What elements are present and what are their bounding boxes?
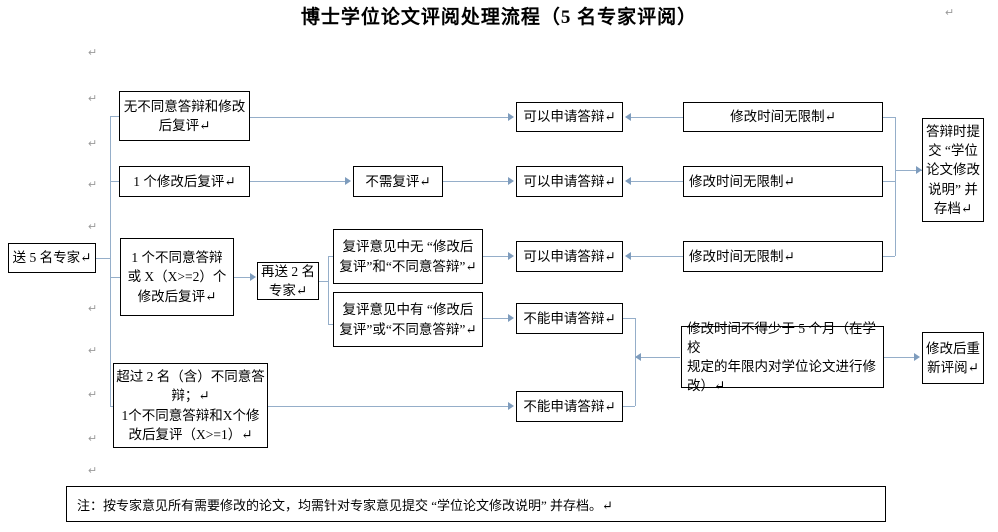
connector-to-re-review	[884, 357, 914, 358]
node-cannot-apply-2[interactable]: 不能申请答辩↵	[516, 391, 623, 422]
connector-resend-up	[328, 256, 334, 257]
pilcrow-mark: ↵	[88, 179, 98, 191]
pilcrow-mark: ↵	[88, 138, 98, 150]
connector-row1-right	[631, 117, 683, 118]
arrow-row4	[508, 314, 514, 322]
connector-to-branch1	[110, 116, 119, 117]
connector-resend-stub	[319, 281, 328, 282]
node-can-apply-1[interactable]: 可以申请答辩↵	[516, 102, 623, 132]
connector-merge-out	[635, 357, 680, 358]
node-start[interactable]: 送 5 名专家↵	[8, 243, 96, 273]
node-defense-submit[interactable]: 答辩时提 交 “学位 论文修改 说明” 并 存档↵	[922, 118, 984, 222]
node-unlimited-time-1-label: 修改时间无限制↵	[730, 109, 836, 125]
pilcrow-mark: ↵	[88, 389, 98, 401]
node-review-none[interactable]: 复评意见中无 “修改后 复评”和“不同意答辩”↵	[333, 229, 483, 284]
pilcrow-mark: ↵	[88, 433, 98, 445]
arrow-row2a	[345, 177, 351, 185]
arrow-merge-left	[635, 353, 641, 361]
connector-row2-right	[631, 181, 683, 182]
connector-merge-top	[623, 318, 635, 319]
connector-right-merge-1	[883, 117, 895, 118]
node-min-five-months[interactable]: 修改时间不得少于 5 个月（在学校 规定的年限内对学位论文进行修 改）↵	[681, 321, 884, 393]
connector-row5	[268, 406, 508, 407]
connector-right-merge-trunk	[895, 117, 896, 256]
pilcrow-mark: ↵	[88, 345, 98, 357]
arrow-row3-left	[625, 252, 631, 260]
pilcrow-mark-title: ↵	[945, 7, 955, 19]
connector-right-merge-3	[883, 256, 895, 257]
node-no-objection[interactable]: 无不同意答辩和修改 后复评↵	[119, 91, 250, 141]
footer-note: 注：按专家意见所有需要修改的论文，均需针对专家意见提交 “学位论文修改说明” 并…	[66, 486, 886, 522]
node-can-apply-3[interactable]: 可以申请答辩↵	[516, 241, 623, 272]
node-over-two[interactable]: 超过 2 名（含）不同意答 辩；↵ 1个不同意答辩和X个修 改后复评（X>=1）…	[113, 363, 268, 448]
connector-start-trunk	[110, 116, 111, 406]
connector-row4	[483, 318, 508, 319]
arrow-row1-left	[625, 113, 631, 121]
node-re-review[interactable]: 修改后重 新评阅↵	[922, 332, 984, 384]
node-review-has[interactable]: 复评意见中有 “修改后 复评”或“不同意答辩”↵	[333, 292, 483, 347]
node-can-apply-2[interactable]: 可以申请答辩↵	[516, 166, 623, 197]
connector-row3-right	[631, 256, 683, 257]
node-unlimited-time-1[interactable]: 修改时间无限制↵	[683, 102, 883, 132]
pilcrow-mark: ↵	[88, 303, 98, 315]
arrow-row3	[508, 252, 514, 260]
pilcrow-mark: ↵	[88, 47, 98, 59]
arrow-row2-left	[625, 177, 631, 185]
connector-resend-trunk	[328, 256, 329, 324]
arrow-row2b	[508, 177, 514, 185]
connector-resend-down	[328, 324, 334, 325]
connector-to-branch3	[110, 277, 120, 278]
node-no-review-needed[interactable]: 不需复评↵	[353, 166, 443, 197]
arrow-row1	[508, 113, 514, 121]
arrow-to-resend	[250, 273, 256, 281]
node-one-revise[interactable]: 1 个修改后复评↵	[119, 166, 250, 197]
node-unlimited-time-3[interactable]: 修改时间无限制↵	[683, 241, 883, 272]
connector-row2b	[443, 181, 508, 182]
connector-right-merge-2	[883, 181, 895, 182]
connector-row1	[250, 117, 508, 118]
arrow-to-re-review	[914, 353, 920, 361]
connector-start-stub	[96, 258, 110, 259]
connector-merge-trunk	[635, 318, 636, 406]
node-resend-two[interactable]: 再送 2 名 专家↵	[257, 262, 319, 300]
pilcrow-mark: ↵	[88, 93, 98, 105]
arrow-right-merge	[916, 166, 922, 174]
connector-to-branch2	[110, 181, 119, 182]
pilcrow-mark: ↵	[88, 221, 98, 233]
connector-to-resend	[234, 277, 250, 278]
connector-right-merge-out	[895, 170, 922, 171]
connector-merge-bottom	[623, 406, 635, 407]
pilcrow-mark: ↵	[88, 465, 98, 477]
page-title: 博士学位论文评阅处理流程（5 名专家评阅）	[300, 7, 698, 28]
node-cannot-apply-1[interactable]: 不能申请答辩↵	[516, 303, 623, 334]
node-one-objection[interactable]: 1 个不同意答辩 或 X（X>=2）个 修改后复评↵	[120, 238, 234, 316]
arrow-row5	[508, 402, 514, 410]
node-unlimited-time-2[interactable]: 修改时间无限制↵	[683, 166, 883, 197]
connector-row2a	[250, 181, 345, 182]
connector-row3	[483, 256, 508, 257]
